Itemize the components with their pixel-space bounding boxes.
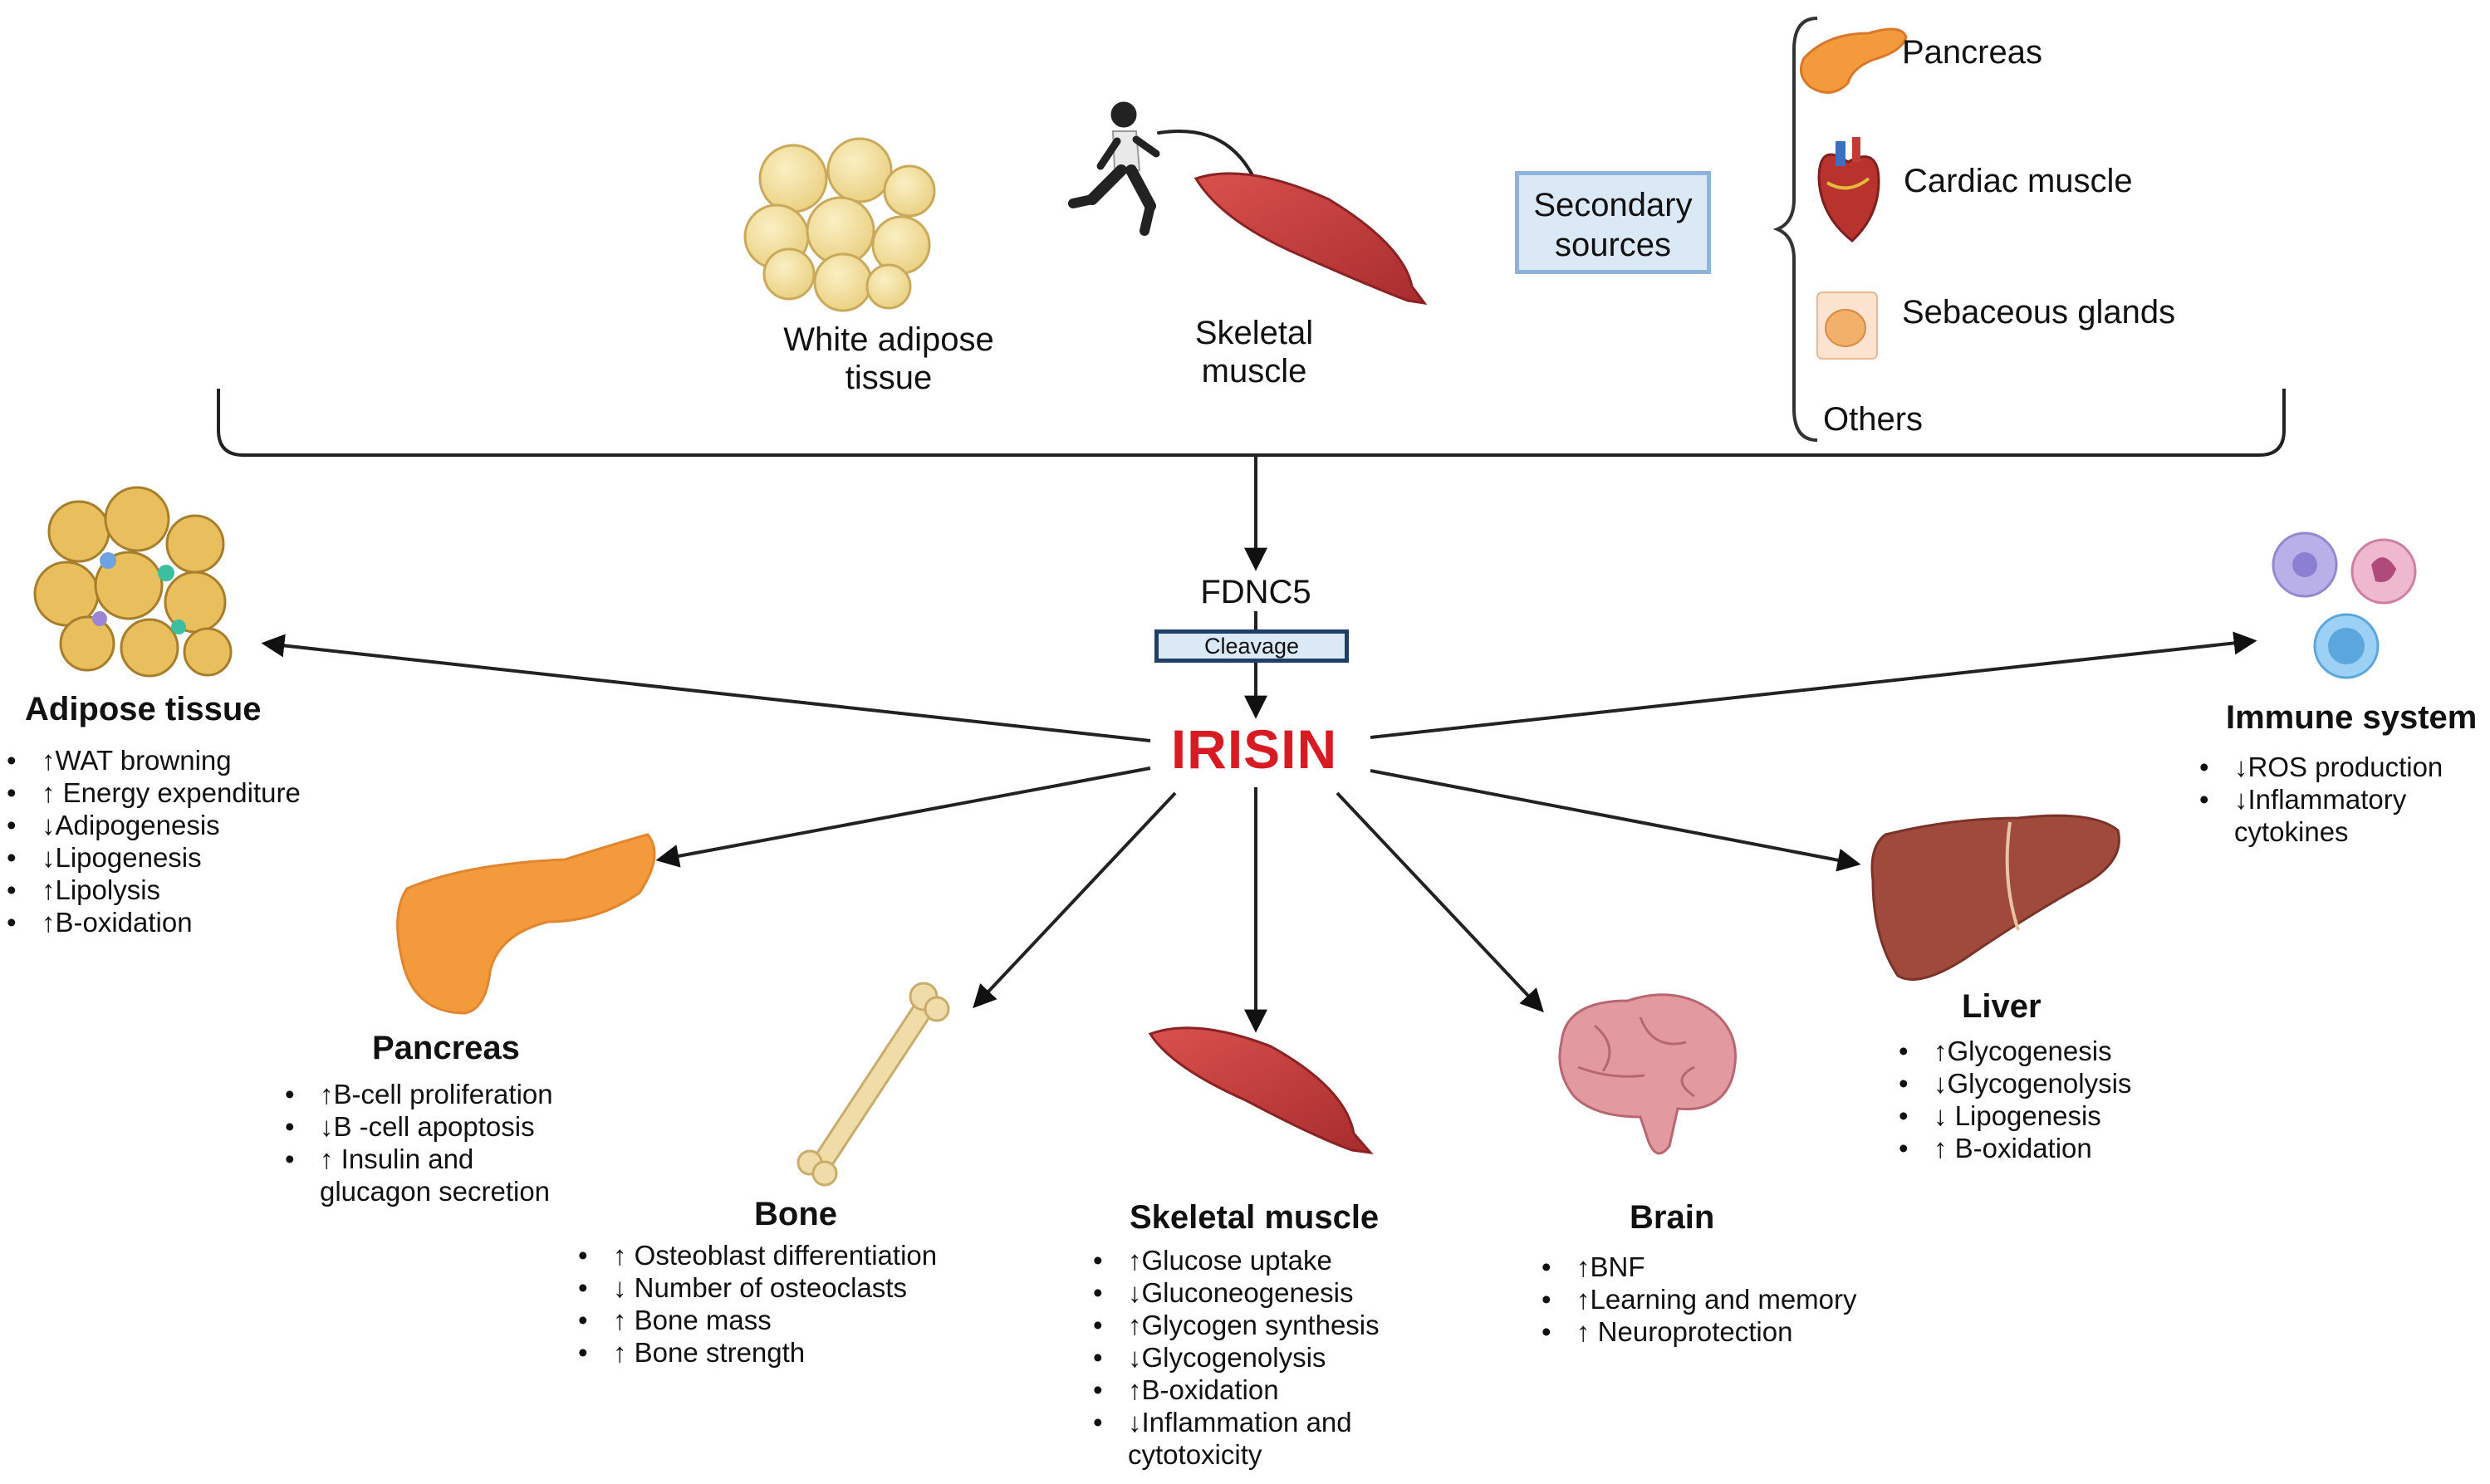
list-item: ↑ Osteoblast differentiation: [571, 1239, 937, 1271]
list-item: ↓ Number of osteoclasts: [571, 1271, 937, 1304]
list-item: ↑B-oxidation: [0, 906, 301, 938]
sebaceous-gland-icon: [1816, 291, 1878, 360]
list-item: ↓ Lipogenesis: [1892, 1100, 2131, 1132]
list-item: ↑ Bone mass: [571, 1304, 937, 1336]
sources-bracket: [217, 389, 2286, 457]
secondary-item-sebaceous: Sebaceous glands: [1902, 294, 2176, 331]
list-item: ↑Glycogenesis: [1892, 1035, 2131, 1067]
list-item: ↓Glycogenolysis: [1086, 1341, 1380, 1374]
list-item: ↓Gluconeogenesis: [1086, 1276, 1380, 1309]
list-item: ↑B-oxidation: [1086, 1374, 1380, 1406]
secondary-item-others: Others: [1823, 401, 1924, 438]
bone-title: Bone: [754, 1196, 837, 1232]
pancreas-icon: [1799, 27, 1908, 94]
list-item: cytokines: [2234, 816, 2349, 847]
list-item: glucagon secretion: [320, 1176, 551, 1207]
secondary-item-pancreas: Pancreas: [1902, 34, 2042, 71]
skeletal-muscle-title: Skeletal muscle: [1130, 1199, 1380, 1236]
liver-icon: [1870, 814, 2120, 981]
brain-title: Brain: [1630, 1199, 1715, 1236]
list-item: ↑Glucose uptake: [1086, 1244, 1380, 1276]
brain-icon: [1558, 993, 1737, 1155]
muscle-icon: [1194, 172, 1428, 306]
list-item: ↓Inflammation and: [1086, 1406, 1380, 1438]
skeletal-muscle-effects: ↑Glucose uptake ↓Gluconeogenesis ↑Glycog…: [1086, 1244, 1380, 1471]
immune-title: Immune system: [2226, 699, 2478, 736]
muscle-icon-lower: [1148, 1026, 1374, 1155]
white-adipose-label: White adipose tissue: [783, 321, 994, 396]
list-item: ↑ Energy expenditure: [0, 776, 301, 809]
irisin-label: IRISIN: [1170, 718, 1338, 780]
fdnc5-label: FDNC5: [1200, 574, 1311, 610]
bone-icon: [797, 982, 950, 1187]
heart-icon: [1817, 137, 1880, 242]
list-item: ↑WAT browning: [0, 744, 301, 776]
pancreas-effects: ↑B-cell proliferation ↓B -cell apoptosis…: [278, 1078, 553, 1207]
list-item: ↑Glycogen synthesis: [1086, 1309, 1380, 1341]
adipose-title: Adipose tissue: [25, 691, 262, 727]
secondary-brace: [1772, 17, 1818, 442]
cleavage-box: Cleavage: [1154, 629, 1349, 663]
list-item: ↑Learning and memory: [1535, 1283, 1857, 1315]
effect-arrows: [261, 631, 2257, 1033]
list-item: ↓ROS production: [2193, 751, 2443, 783]
list-item: ↓Lipogenesis: [0, 841, 301, 874]
adipose-effects: ↑WAT browning ↑ Energy expenditure ↓Adip…: [0, 744, 301, 938]
list-item: ↓Glycogenolysis: [1892, 1067, 2131, 1100]
secondary-sources-box: Secondary sources: [1515, 171, 1711, 274]
list-item: ↑ B-oxidation: [1892, 1132, 2131, 1164]
fat-cells-icon: [743, 137, 936, 312]
liver-title: Liver: [1962, 988, 2042, 1025]
list-item: ↑BNF: [1535, 1251, 1857, 1283]
list-item: ↓Inflammatory: [2193, 783, 2443, 815]
secondary-item-cardiac: Cardiac muscle: [1904, 163, 2133, 199]
bone-effects: ↑ Osteoblast differentiation ↓ Number of…: [571, 1239, 937, 1369]
list-item: ↑ Insulin and: [278, 1143, 553, 1175]
liver-effects: ↑Glycogenesis ↓Glycogenolysis ↓ Lipogene…: [1892, 1035, 2131, 1164]
skeletal-muscle-source-label: Skeletal muscle: [1194, 315, 1314, 389]
list-item: ↑B-cell proliferation: [278, 1078, 553, 1110]
list-item: ↓Adipogenesis: [0, 809, 301, 841]
adipose-cluster-icon: [33, 486, 233, 678]
list-item: ↑ Bone strength: [571, 1336, 937, 1369]
immune-effects: ↓ROS production ↓Inflammatory cytokines: [2193, 751, 2443, 848]
list-item: ↑ Neuroprotection: [1535, 1315, 1857, 1348]
pancreas-icon-large: [396, 833, 656, 1015]
list-item: cytotoxicity: [1128, 1439, 1262, 1470]
pancreas-title: Pancreas: [372, 1030, 520, 1066]
list-item: ↑Lipolysis: [0, 874, 301, 906]
list-item: ↓B -cell apoptosis: [278, 1110, 553, 1143]
immune-cells-icon: [2272, 531, 2417, 679]
brain-effects: ↑BNF ↑Learning and memory ↑ Neuroprotect…: [1535, 1251, 1857, 1348]
runner-icon: [1068, 101, 1268, 236]
